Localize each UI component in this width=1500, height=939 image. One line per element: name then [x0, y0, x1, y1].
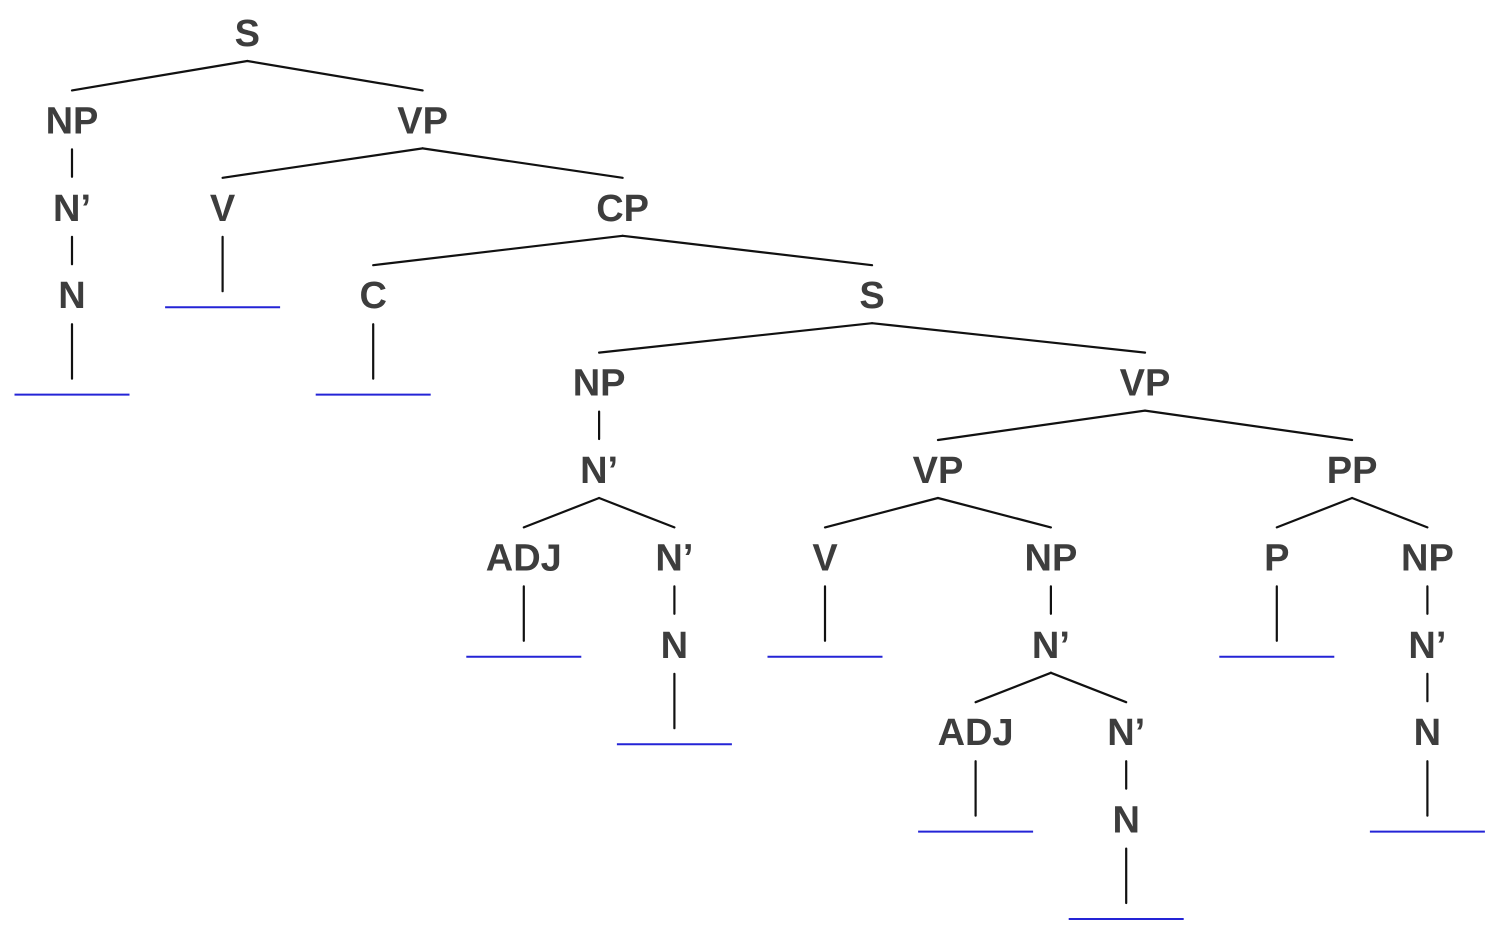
tree-branch: [70, 59, 249, 92]
node-n-bar: N’: [580, 450, 618, 492]
node-np: NP: [1401, 537, 1454, 579]
node-v: V: [210, 188, 236, 230]
tree-branch: [936, 496, 1053, 529]
tree-branch: [621, 234, 874, 267]
node-adj: ADJ: [486, 537, 562, 579]
tree-branch: [936, 409, 1147, 442]
node-cp: CP: [596, 188, 649, 230]
node-n: N: [1414, 712, 1441, 754]
tree-branch: [870, 322, 1147, 354]
node-p: P: [1264, 537, 1289, 579]
node-c: C: [359, 275, 386, 317]
node-n-bar: N’: [1408, 625, 1446, 667]
tree-branch: [221, 147, 424, 179]
tree-branch: [1143, 409, 1354, 442]
node-np: NP: [1025, 537, 1078, 579]
tree-branch: [597, 496, 676, 529]
node-s: S: [859, 275, 884, 317]
tree-branch: [1275, 496, 1354, 529]
node-n-bar: N’: [1107, 712, 1145, 754]
node-vp: VP: [397, 100, 448, 142]
node-np: NP: [46, 100, 99, 142]
tree-branch: [421, 147, 624, 179]
tree-branch: [823, 496, 940, 529]
node-n: N: [1112, 800, 1139, 842]
node-adj: ADJ: [938, 712, 1014, 754]
node-n: N: [58, 275, 85, 317]
node-n-bar: N’: [1032, 625, 1070, 667]
node-n-bar: N’: [53, 188, 91, 230]
node-n-bar: N’: [655, 537, 693, 579]
node-pp: PP: [1327, 450, 1378, 492]
node-s: S: [235, 13, 260, 55]
node-n: N: [661, 625, 688, 667]
node-vp: VP: [1120, 363, 1171, 405]
node-vp: VP: [913, 450, 964, 492]
tree-branch: [974, 671, 1053, 704]
tree-branch: [372, 234, 624, 267]
node-np: NP: [573, 363, 626, 405]
tree-branch: [597, 322, 874, 354]
tree-branch: [522, 496, 601, 529]
tree-branch: [1049, 671, 1128, 704]
tree-branch: [1350, 496, 1429, 529]
node-v: V: [812, 537, 838, 579]
tree-branch: [246, 59, 424, 92]
